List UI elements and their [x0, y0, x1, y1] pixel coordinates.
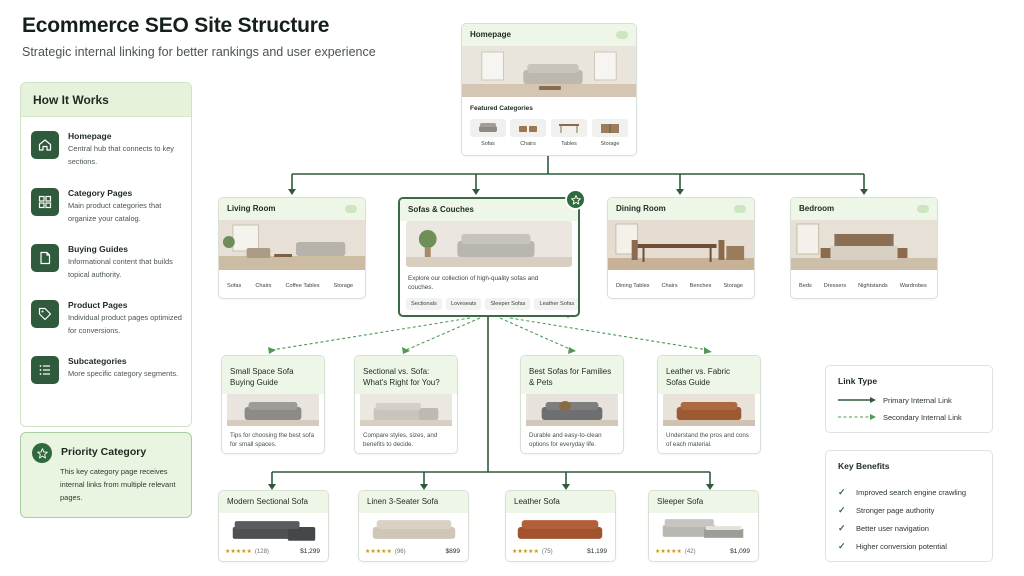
how-it-works-panel: How It Works Homepage Central hub that c…	[20, 82, 192, 427]
homepage-title: Homepage	[470, 30, 511, 39]
product-card-sleeper-sofa[interactable]: Sleeper Sofa ★★★★★(42) $1,099	[648, 490, 759, 562]
category-card-sofas-couches[interactable]: Sofas & Couches Explore our collection o…	[398, 197, 580, 317]
how-item-homepage: Homepage Central hub that connects to ke…	[31, 131, 187, 175]
product-card-modern-sectional[interactable]: Modern Sectional Sofa ★★★★★(128) $1,299	[218, 490, 329, 562]
homepage-card[interactable]: Homepage Featured Categories Sofas Chair…	[461, 23, 637, 156]
benefit-item: ✓ Higher conversion potential	[838, 541, 947, 551]
guide-image	[663, 394, 755, 426]
category-card-dining-room[interactable]: Dining Room Dining Tables Chairs Benches…	[607, 197, 755, 299]
check-icon: ✓	[838, 487, 846, 497]
priority-star-icon	[565, 189, 586, 210]
product-image	[359, 513, 468, 545]
link-type-legend: Link Type Primary Internal Link Secondar…	[825, 365, 993, 433]
featured-storage-thumb[interactable]	[592, 119, 628, 137]
benefit-item: ✓ Better user navigation	[838, 523, 929, 533]
secondary-link-swatch	[838, 414, 876, 420]
guide-card-sectional-vs-sofa[interactable]: Sectional vs. Sofa: What's Right for You…	[354, 355, 458, 454]
guide-card-families-pets[interactable]: Best Sofas for Families & Pets Durable a…	[520, 355, 624, 454]
list-icon	[31, 356, 59, 384]
category-card-living-room[interactable]: Living Room Sofas Chairs Coffee Tables S…	[218, 197, 366, 299]
how-it-works-heading: How It Works	[21, 83, 191, 117]
benefit-item: ✓ Improved search engine crawling	[838, 487, 967, 497]
home-icon	[31, 131, 59, 159]
how-item-subcategories: Subcategories More specific category seg…	[31, 356, 187, 400]
guide-image	[360, 394, 452, 426]
check-icon: ✓	[838, 541, 846, 551]
featured-categories-label: Featured Categories	[470, 105, 533, 112]
priority-category-note: Priority Category This key category page…	[20, 432, 192, 518]
product-image	[649, 513, 758, 545]
homepage-hero-image	[462, 46, 636, 97]
bedroom-image	[791, 220, 937, 270]
category-card-bedroom[interactable]: Bedroom Beds Dressers Nightstands Wardro…	[790, 197, 938, 299]
product-image	[506, 513, 615, 545]
dining-room-image	[608, 220, 754, 270]
guide-image	[227, 394, 319, 426]
how-item-buying-guides: Buying Guides Informational content that…	[31, 244, 187, 288]
guide-card-small-space[interactable]: Small Space Sofa Buying Guide Tips for c…	[221, 355, 325, 454]
product-card-linen-3-seater[interactable]: Linen 3-Seater Sofa ★★★★★(96) $899	[358, 490, 469, 562]
living-room-image	[219, 220, 365, 270]
sofas-couches-desc: Explore our collection of high-quality s…	[408, 275, 539, 291]
document-icon	[31, 244, 59, 272]
key-benefits-box: Key Benefits ✓ Improved search engine cr…	[825, 450, 993, 562]
star-icon	[32, 443, 52, 463]
benefit-item: ✓ Stronger page authority	[838, 505, 935, 515]
product-card-leather-sofa[interactable]: Leather Sofa ★★★★★(75) $1,199	[505, 490, 616, 562]
guide-image	[526, 394, 618, 426]
grid-icon	[31, 188, 59, 216]
tag-icon	[31, 300, 59, 328]
guide-card-leather-vs-fabric[interactable]: Leather vs. Fabric Sofas Guide Understan…	[657, 355, 761, 454]
page-title: Ecommerce SEO Site Structure	[22, 14, 330, 37]
primary-link-swatch	[838, 397, 876, 403]
how-item-product-pages: Product Pages Individual product pages o…	[31, 300, 187, 344]
page-subtitle: Strategic internal linking for better ra…	[22, 45, 376, 59]
sofas-couches-image	[406, 221, 572, 267]
featured-chairs-thumb[interactable]	[510, 119, 546, 137]
check-icon: ✓	[838, 523, 846, 533]
product-image	[219, 513, 328, 545]
featured-sofas-thumb[interactable]	[470, 119, 506, 137]
how-item-category-pages: Category Pages Main product categories t…	[31, 188, 187, 232]
featured-tables-thumb[interactable]	[551, 119, 587, 137]
check-icon: ✓	[838, 505, 846, 515]
